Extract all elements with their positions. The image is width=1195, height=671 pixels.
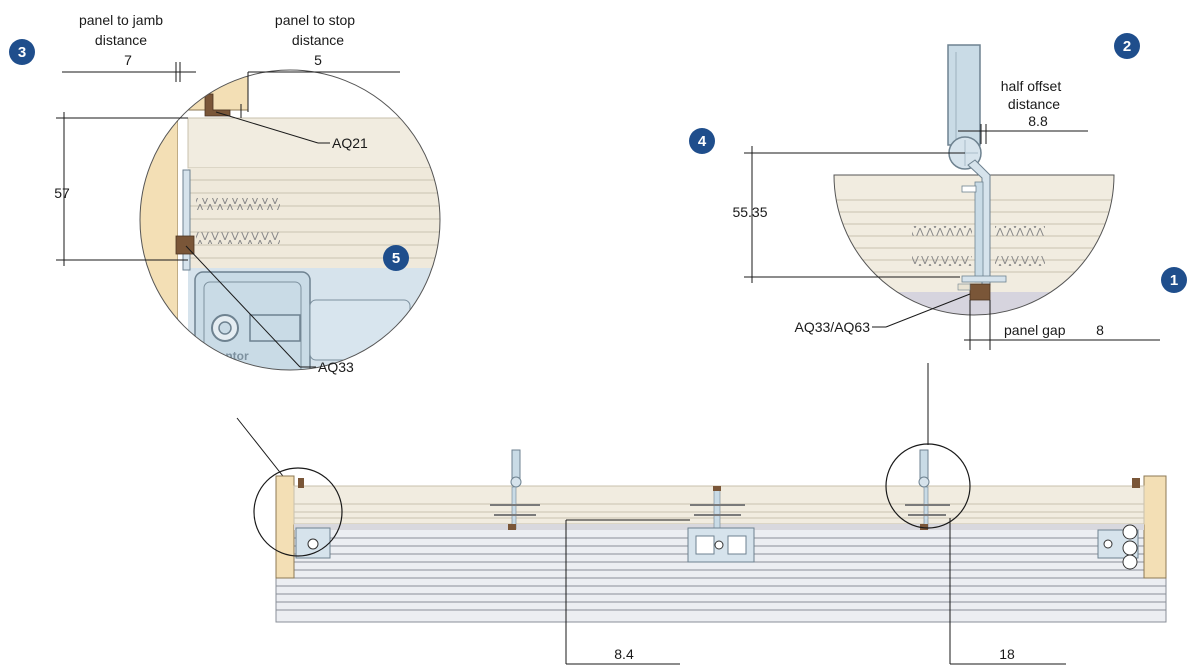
badge-2-text: 2: [1123, 38, 1131, 55]
plan-jamb-left: [275, 475, 295, 579]
jamb: [140, 70, 179, 370]
badge-1-text: 1: [1170, 272, 1178, 289]
panel-to-jamb-value: 7: [124, 52, 132, 68]
badge-1: 1: [1161, 267, 1187, 293]
badge-2: 2: [1114, 33, 1140, 59]
height-55-35-value: 55.35: [732, 204, 767, 220]
panel-to-jamb-label-2: distance: [95, 32, 147, 48]
dim-height-57: 57: [54, 112, 188, 266]
aq33-aq63-bracket: [969, 283, 991, 301]
right-detail: half offset distance 8.8 55.35 AQ33/AQ63…: [732, 44, 1160, 445]
panel-to-stop-label-2: distance: [292, 32, 344, 48]
left-detail-outline: [139, 69, 441, 371]
vertical-post: [947, 44, 981, 146]
badge-5: 5: [383, 245, 409, 271]
dim-half-offset: half offset distance 8.8: [958, 78, 1088, 144]
height-57-value: 57: [54, 185, 70, 201]
plan-detail-circle-left: [253, 467, 343, 557]
leader-aq33: AQ33: [185, 245, 354, 375]
half-offset-label-2: distance: [1008, 96, 1060, 112]
dim-panel-gap: panel gap 8: [964, 300, 1160, 350]
dim-18: 18: [949, 518, 1066, 665]
dim-8-4: 8.4: [565, 519, 690, 665]
part-aq33: AQ33: [318, 359, 354, 375]
badge-4: 4: [689, 128, 715, 154]
dim-panel-to-jamb: panel to jamb distance 7: [62, 12, 196, 82]
plan-view: 8.4 18: [253, 443, 1167, 665]
dim-18-value: 18: [999, 646, 1015, 662]
leader-aq21: AQ21: [215, 111, 368, 151]
left-detail: centor panel to jamb distance 7 panel to…: [54, 12, 441, 486]
panel-gap-label: panel gap: [1004, 322, 1066, 338]
half-offset-value: 8.8: [1028, 113, 1048, 129]
half-offset-label-1: half offset: [1001, 78, 1062, 94]
part-aq33-aq63: AQ33/AQ63: [795, 319, 871, 335]
vertical-rod: [182, 169, 191, 271]
dim-panel-to-stop: panel to stop distance 5: [240, 12, 400, 118]
panel-to-stop-value: 5: [314, 52, 322, 68]
dim-height-55-35: 55.35: [732, 146, 965, 283]
dim-8-4-value: 8.4: [614, 646, 634, 662]
badge-3-text: 3: [18, 44, 26, 61]
panel-gap-value: 8: [1096, 322, 1104, 338]
right-detail-outline: [833, 174, 1115, 316]
panel-layers: [188, 168, 440, 268]
plan-detail-circle-right: [885, 443, 971, 529]
leader-aq33-aq63: AQ33/AQ63: [795, 293, 971, 335]
plan-end-bracket-right: [1097, 478, 1140, 570]
plan-hinge-3: [905, 449, 950, 530]
part-aq21: AQ21: [332, 135, 368, 151]
aq21-bracket: [204, 93, 231, 117]
panel-to-stop-label-1: panel to stop: [275, 12, 355, 28]
plan-center-roller: [687, 527, 755, 563]
plan-hinge-1: [490, 449, 540, 530]
left-detail-leader: [236, 417, 291, 486]
badge-4-text: 4: [698, 133, 707, 150]
badge-3: 3: [9, 39, 35, 65]
badge-5-text: 5: [392, 250, 400, 267]
plan-jamb-right: [1143, 475, 1167, 579]
panel-to-jamb-label-1: panel to jamb: [79, 12, 163, 28]
